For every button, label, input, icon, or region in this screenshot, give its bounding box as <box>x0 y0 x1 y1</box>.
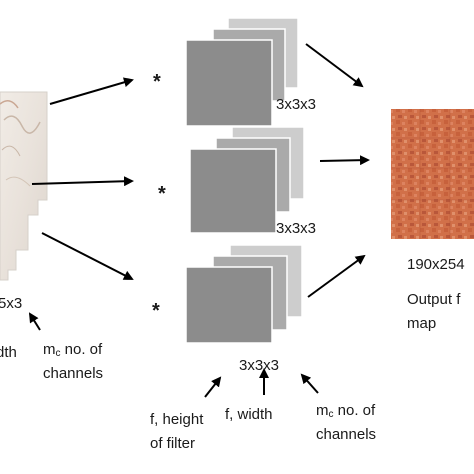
arrow-input-to-filter-2 <box>31 176 134 187</box>
input-dims-label: 5x3 <box>0 295 23 312</box>
conv-operator-1: * <box>153 71 161 93</box>
input-channels-label-line2: channels <box>43 365 104 382</box>
filter-3-front <box>185 266 273 344</box>
filter-channels-label: mc no. of <box>316 402 376 420</box>
arrow-filter-channels <box>300 373 319 394</box>
output-label: Output f <box>407 291 461 308</box>
filter-height-label: f, height <box>150 411 204 428</box>
filter-2-size-label: 3x3x3 <box>276 220 317 237</box>
input-channels-label: mc no. of <box>43 341 103 359</box>
conv-operator-2: * <box>158 183 166 205</box>
output-label-line2: map <box>407 315 437 332</box>
arrow-input-to-filter-3 <box>41 232 134 280</box>
arrow-filter-2-to-output <box>319 155 370 166</box>
arrow-input-channels <box>28 312 41 331</box>
filter-stack-1 <box>185 17 299 127</box>
arrow-filter-1-to-output <box>305 43 364 88</box>
arrow-input-to-filter-1 <box>49 77 134 105</box>
arrow-filter-3-to-output <box>307 254 366 298</box>
filter-3-size-label: 3x3x3 <box>239 357 280 374</box>
filter-height-label-line2: of filter <box>150 435 196 452</box>
filter-1-front <box>185 39 273 127</box>
conv-operator-3: * <box>152 300 160 322</box>
filter-stack-2 <box>189 126 305 234</box>
filter-width-label: f, width <box>225 406 273 423</box>
filter-1-size-label: 3x3x3 <box>276 96 317 113</box>
filter-2-front <box>189 148 277 234</box>
filter-stack-3 <box>185 244 303 344</box>
arrow-filter-height <box>204 376 222 398</box>
filter-channels-label-line2: channels <box>316 426 377 443</box>
input-width-label: dth <box>0 344 17 361</box>
output-dims-label: 190x254 <box>407 256 465 273</box>
